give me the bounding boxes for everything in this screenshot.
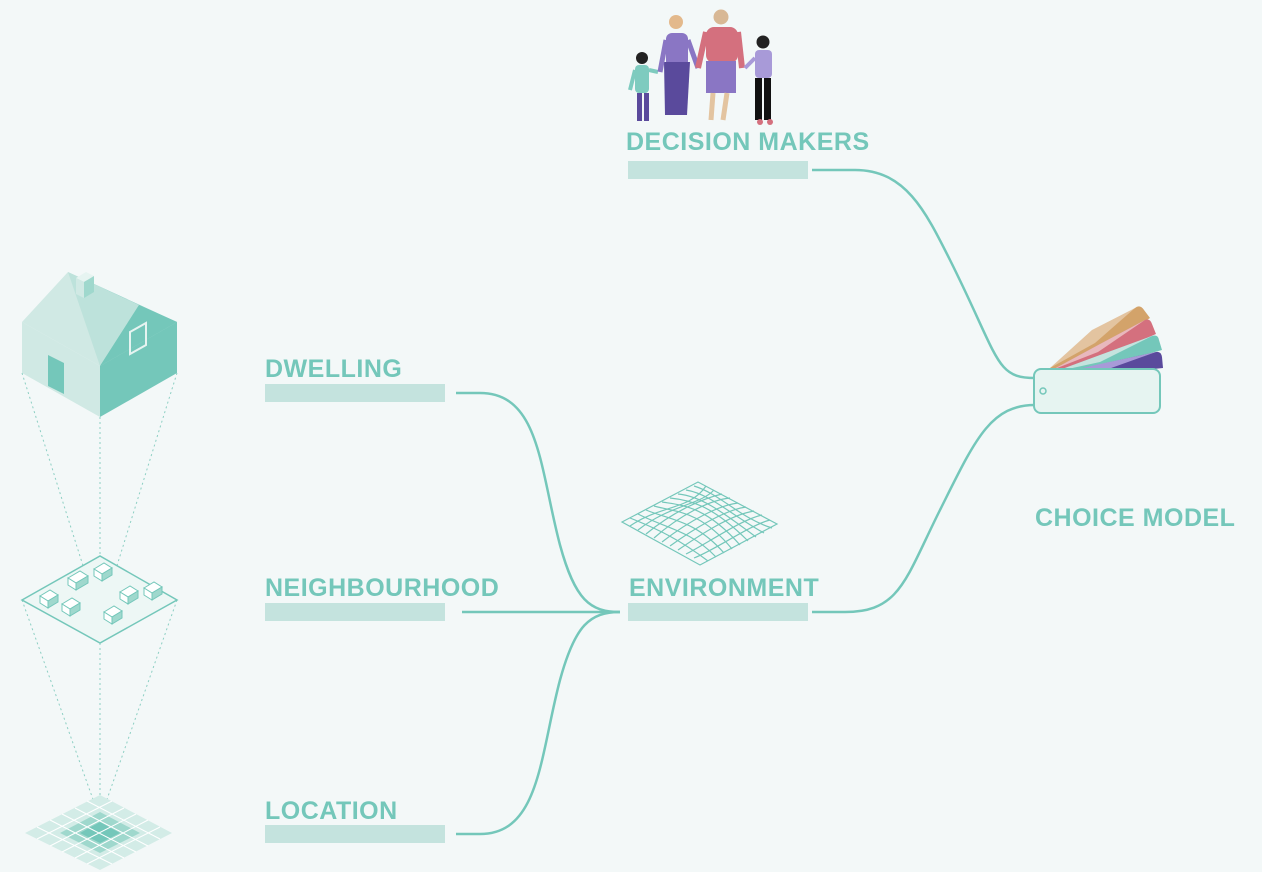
environment-label: ENVIRONMENT: [629, 574, 820, 602]
connector-location: [456, 610, 621, 836]
choice-model-label: CHOICE MODEL: [1035, 504, 1236, 532]
neighbourhood-plane-icon: [20, 555, 179, 644]
terrain-grid-icon-environment: [620, 481, 779, 566]
color-swatch-fan-icon: [1033, 306, 1163, 414]
family-icon: [628, 9, 773, 125]
dwelling-bar: [265, 384, 445, 402]
house-icon: [22, 272, 177, 417]
decision-makers-bar: [628, 161, 808, 179]
projection-lines: [21, 372, 178, 806]
connector-environment: [812, 403, 1036, 614]
location-label: LOCATION: [265, 797, 398, 825]
environment-bar: [628, 603, 808, 621]
decision-makers-label: DECISION MAKERS: [626, 128, 870, 156]
neighbourhood-bar: [265, 603, 445, 621]
connector-lines: [456, 168, 1036, 836]
dwelling-label: DWELLING: [265, 355, 403, 383]
neighbourhood-label: NEIGHBOURHOOD: [265, 574, 500, 602]
terrain-grid-icon-location: [25, 795, 172, 870]
connector-decision-makers: [812, 168, 1036, 380]
connector-dwelling: [456, 391, 621, 614]
location-bar: [265, 825, 445, 843]
